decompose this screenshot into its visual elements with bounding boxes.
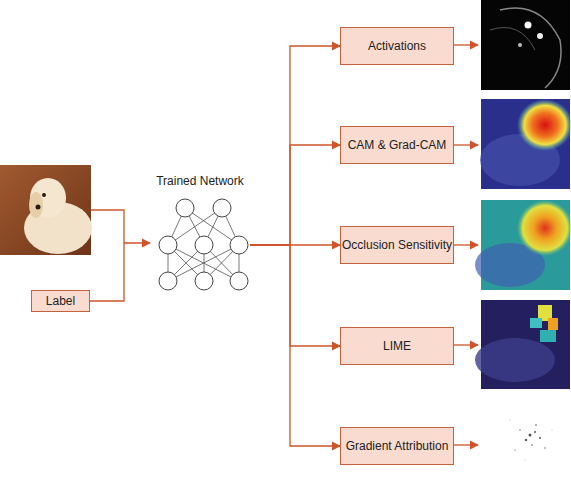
- node-text: Label: [46, 294, 75, 308]
- method-box: CAM & Grad-CAM: [340, 126, 454, 164]
- flow-arrow: [250, 245, 340, 346]
- occlusion-heatmap: [475, 200, 571, 290]
- node-heading: Trained Network: [156, 174, 244, 188]
- network-node: Trained Network: [150, 174, 250, 292]
- network-icon: [159, 199, 248, 290]
- gradcam-heatmap: [480, 99, 571, 189]
- node-text: Occlusion Sensitivity: [342, 238, 452, 252]
- method-box: LIME: [340, 327, 454, 365]
- flow-arrow: [250, 46, 340, 245]
- input-wire: [91, 210, 124, 243]
- gradient-attribution-map: [481, 400, 570, 490]
- method-box: Activations: [340, 27, 454, 65]
- flow-arrow: [250, 245, 340, 446]
- flow-arrow: [250, 145, 340, 245]
- flow-arrow: [90, 243, 150, 301]
- method-box: Gradient Attribution: [340, 427, 454, 465]
- output-arrows: [454, 45, 478, 445]
- lime-map: [475, 300, 570, 389]
- node-text: LIME: [383, 339, 411, 353]
- activation-map: [481, 0, 570, 90]
- flow-arrow: [250, 244, 340, 245]
- method-box: Occlusion Sensitivity: [340, 226, 454, 264]
- node-text: CAM & Grad-CAM: [348, 138, 447, 152]
- node-text: Gradient Attribution: [346, 439, 449, 453]
- node-text: Activations: [368, 39, 426, 53]
- input-photo: [0, 165, 92, 255]
- label-box: Label: [31, 290, 90, 312]
